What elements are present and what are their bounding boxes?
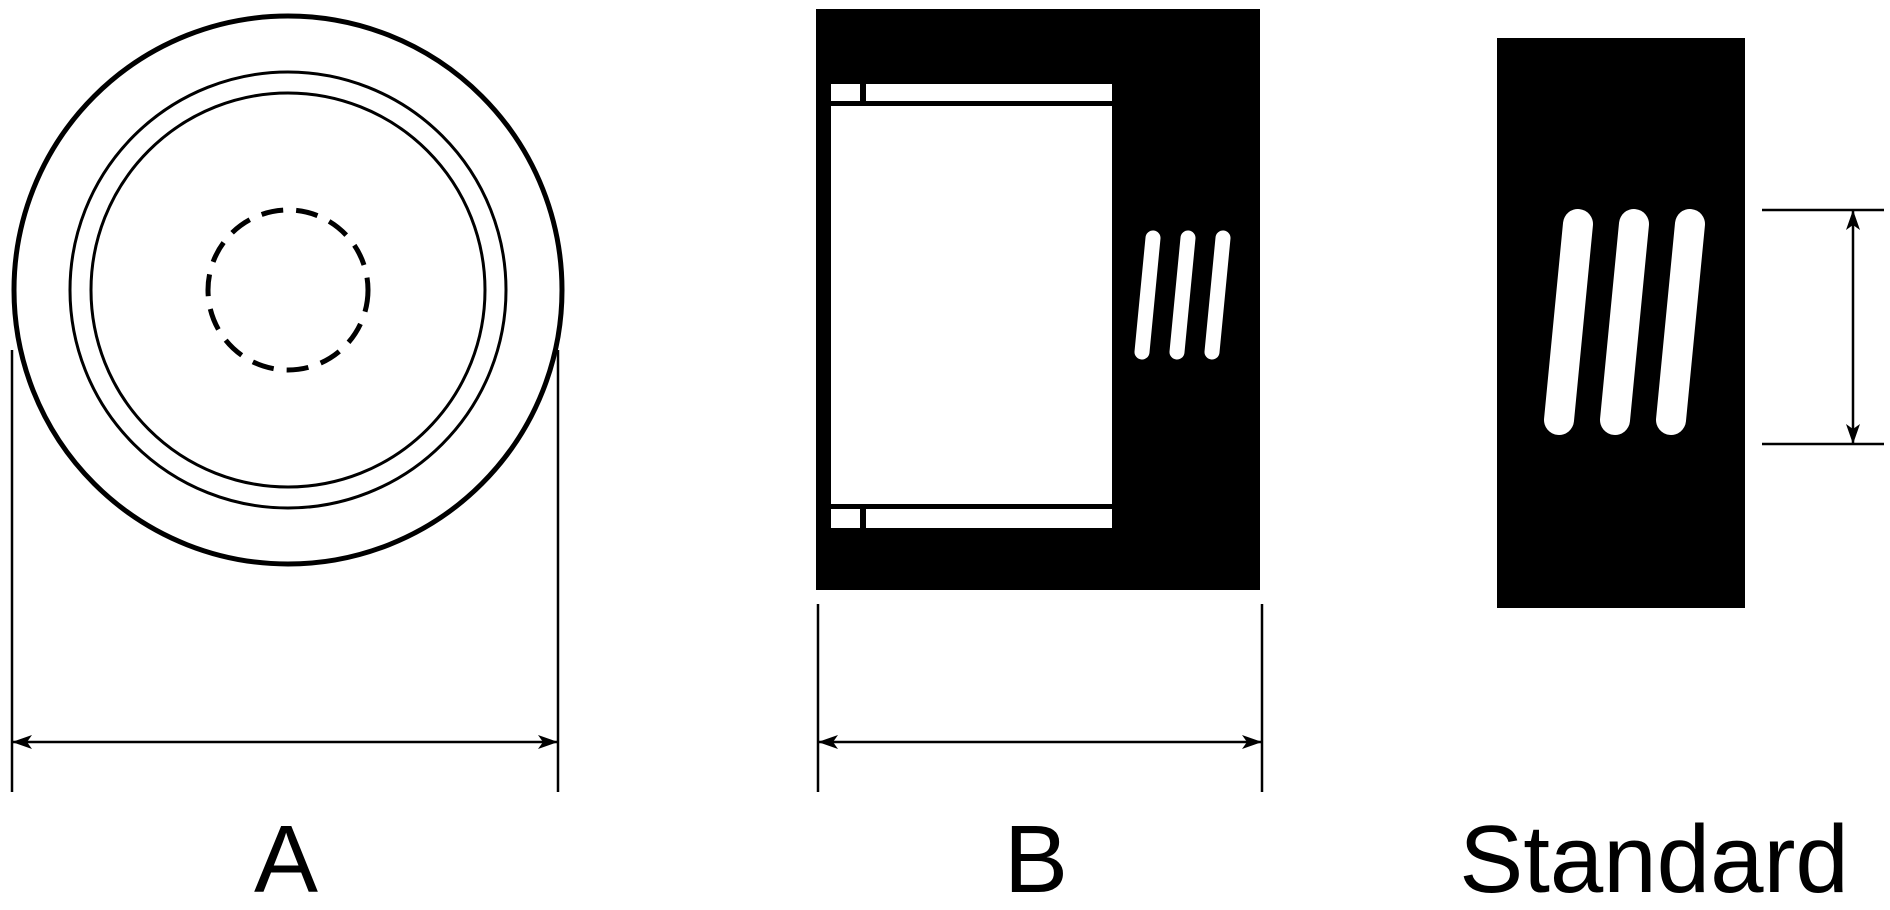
slot-mark: [1134, 230, 1161, 360]
slot-marks-small: [1134, 230, 1231, 360]
hidden-bore-circle: [205, 207, 371, 373]
middle-ring: [68, 70, 508, 510]
slot-mark: [1656, 209, 1705, 435]
label-a: A: [254, 806, 318, 910]
view-standard: [1497, 38, 1745, 608]
dimension-standard-height: [1762, 208, 1884, 446]
outer-rim: [11, 13, 565, 567]
inner-ring: [89, 91, 487, 489]
slot-marks-large: [1544, 209, 1705, 435]
slot-mark: [1544, 209, 1593, 435]
top-groove-line: [831, 101, 1112, 106]
slot-mark: [1169, 230, 1196, 360]
bottom-groove-tick: [860, 504, 866, 528]
bottom-groove-line: [831, 504, 1112, 509]
view-a-front: [11, 13, 565, 567]
label-b: B: [1004, 806, 1068, 910]
top-groove-tick: [860, 84, 866, 106]
cavity: [831, 84, 1112, 528]
label-standard: Standard: [1459, 806, 1849, 910]
dimension-b: [816, 604, 1264, 792]
dimension-a: [10, 350, 560, 792]
view-b-side: [816, 9, 1260, 590]
slot-mark: [1204, 230, 1231, 360]
slot-mark: [1600, 209, 1649, 435]
